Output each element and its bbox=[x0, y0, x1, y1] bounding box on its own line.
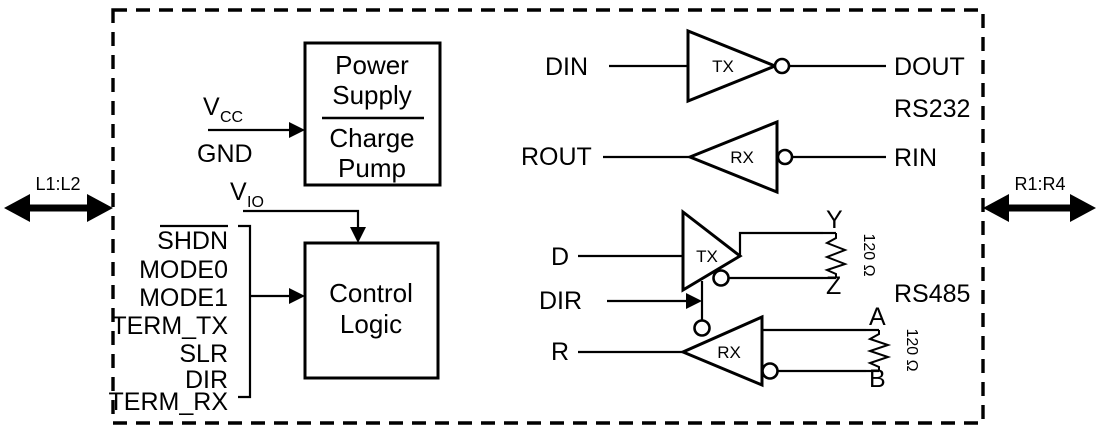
gnd-label: GND bbox=[197, 140, 253, 168]
vio-label: V bbox=[230, 178, 247, 206]
control-input-labels-group: SHDN MODE0 MODE1 TERM_TX SLR DIR TERM_RX bbox=[109, 224, 229, 416]
rs485-dir-arrowhead bbox=[686, 293, 702, 309]
vcc-label: V bbox=[203, 93, 220, 121]
rs485-y-label: Y bbox=[826, 206, 843, 234]
rs485-rx-resistor-zigzag bbox=[866, 330, 892, 371]
left-bus-arrowhead-right bbox=[87, 194, 113, 222]
rs485-rx-gate-label: RX bbox=[717, 343, 741, 362]
rs485-tx-z-output-bubble bbox=[712, 269, 730, 287]
right-bus-arrowhead-left bbox=[983, 194, 1009, 222]
left-bus-arrow-group: L1:L2 bbox=[4, 174, 113, 222]
control-inputs-bracket bbox=[238, 224, 252, 399]
charge-pump-label-line1: Charge bbox=[329, 123, 414, 153]
rs232-rx-gate-label: RX bbox=[730, 148, 754, 167]
rs485-dir-label: DIR bbox=[539, 287, 582, 315]
control-input-label-dir: DIR bbox=[185, 366, 228, 394]
vio-arrowhead bbox=[350, 227, 366, 243]
rs485-tx-resistor-zigzag bbox=[824, 233, 848, 278]
rs485-rx-termination-resistor-group: 120 Ω bbox=[866, 328, 920, 373]
control-input-label-mode0: MODE0 bbox=[139, 256, 228, 284]
vio-input-group: V IO bbox=[230, 178, 366, 243]
rs232-din-label: DIN bbox=[545, 53, 588, 81]
control-input-label-shdn: SHDN bbox=[157, 227, 228, 255]
rs485-y-wire bbox=[738, 231, 823, 258]
control-inputs-bracket-group bbox=[238, 224, 305, 399]
rs485-b-label: B bbox=[869, 365, 886, 393]
rs485-rx-enable-bubble bbox=[693, 319, 711, 337]
rs485-tx-driver-triangle bbox=[681, 208, 743, 293]
rs485-rx-termination-value: 120 Ω bbox=[903, 328, 920, 371]
control-logic-label-line2: Logic bbox=[340, 309, 402, 339]
power-supply-label-line1: Power bbox=[335, 50, 409, 80]
rs232-dout-label: DOUT bbox=[894, 53, 965, 81]
control-input-label-slr: SLR bbox=[179, 340, 228, 368]
control-logic-block-group: Control Logic bbox=[303, 241, 440, 380]
control-inputs-arrowhead bbox=[289, 288, 305, 304]
rs232-rx-input-bubble bbox=[776, 148, 794, 166]
rs485-tx-gate-label: TX bbox=[696, 247, 718, 266]
left-bus-label: L1:L2 bbox=[35, 174, 80, 194]
rs232-group-label: RS232 bbox=[894, 95, 970, 123]
left-bus-arrowhead-left bbox=[4, 194, 30, 222]
vcc-subscript: CC bbox=[220, 109, 243, 126]
rs232-section-group: DIN TX DOUT RS232 ROUT RX RIN bbox=[521, 28, 970, 195]
vio-subscript: IO bbox=[247, 194, 264, 211]
control-input-label-term-rx: TERM_RX bbox=[109, 388, 229, 416]
power-supply-block bbox=[303, 41, 442, 187]
vcc-input-group: V CC bbox=[203, 93, 305, 138]
vio-wire bbox=[243, 209, 360, 230]
rs485-z-label: Z bbox=[826, 272, 841, 300]
rs232-tx-gate-label: TX bbox=[712, 57, 734, 76]
power-supply-label-line2: Supply bbox=[332, 80, 412, 110]
rs485-a-label: A bbox=[869, 303, 886, 331]
control-logic-block bbox=[303, 241, 440, 380]
vcc-arrowhead bbox=[289, 122, 305, 138]
right-bus-label: R1:R4 bbox=[1014, 174, 1065, 194]
control-logic-label-line1: Control bbox=[329, 278, 413, 308]
rs232-tx-driver-triangle bbox=[686, 28, 780, 104]
rs485-group-label: RS485 bbox=[894, 280, 970, 308]
rs485-r-label: R bbox=[551, 338, 569, 366]
rs485-d-label: D bbox=[551, 243, 569, 271]
right-bus-arrow-group: R1:R4 bbox=[983, 174, 1096, 222]
rs485-rx-receiver-triangle bbox=[679, 314, 764, 388]
rs232-rin-label: RIN bbox=[894, 144, 937, 172]
right-bus-arrowhead-right bbox=[1070, 194, 1096, 222]
power-supply-block-group: Power Supply Charge Pump bbox=[303, 41, 442, 187]
control-input-label-mode1: MODE1 bbox=[139, 284, 228, 312]
rs485-rx-b-input-bubble bbox=[761, 362, 779, 380]
rs485-section-group: RS485 D TX Y Z 120 Ω DIR bbox=[539, 206, 970, 393]
rs485-tx-termination-resistor-group: 120 Ω bbox=[823, 231, 877, 280]
rs232-tx-output-bubble bbox=[773, 57, 791, 75]
rs485-tx-termination-value: 120 Ω bbox=[860, 233, 877, 276]
control-input-label-term-tx: TERM_TX bbox=[111, 312, 228, 340]
rs232-rout-label: ROUT bbox=[521, 143, 592, 171]
charge-pump-label-line2: Pump bbox=[338, 153, 406, 183]
chip-boundary-dashed-rect bbox=[111, 8, 985, 425]
